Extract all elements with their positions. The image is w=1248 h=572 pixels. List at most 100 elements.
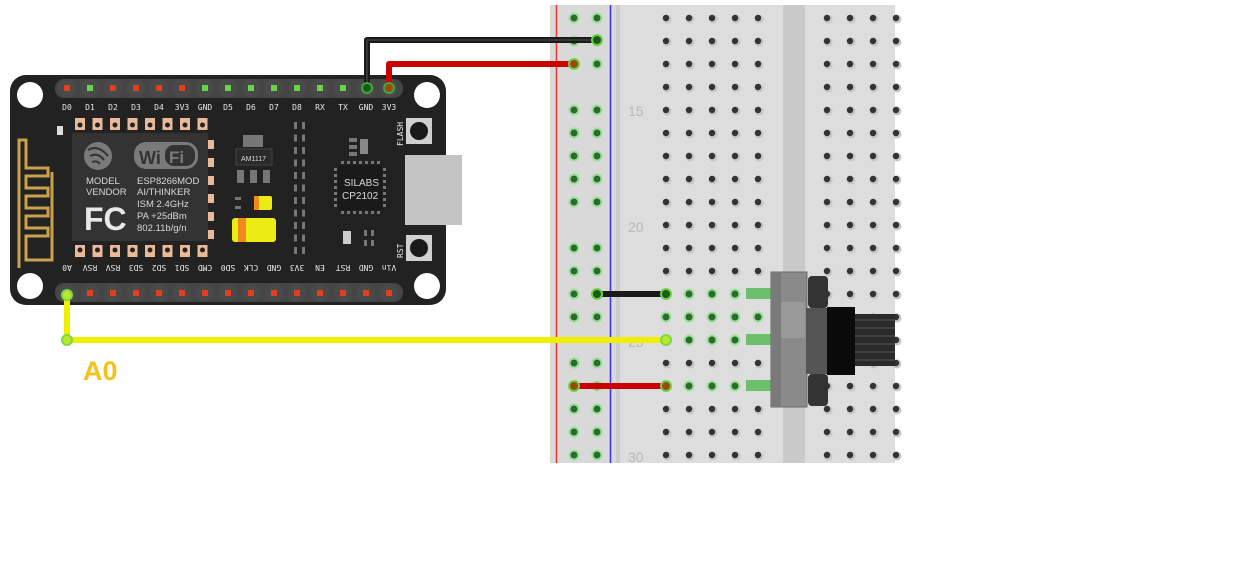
breadboard-hole[interactable] [685,336,693,344]
breadboard-hole[interactable] [892,290,900,298]
breadboard-hole[interactable] [823,221,831,229]
breadboard-hole[interactable] [869,382,877,390]
breadboard-hole[interactable] [754,451,762,459]
breadboard-hole[interactable] [662,428,670,436]
breadboard-hole[interactable] [869,60,877,68]
rail-hole[interactable] [570,129,578,137]
breadboard-hole[interactable] [869,221,877,229]
header-pin-d4[interactable]: D4 [150,79,168,112]
header-pin-gnd[interactable]: GND [265,263,283,302]
rail-hole[interactable] [593,175,601,183]
breadboard-hole[interactable] [846,129,854,137]
breadboard-hole[interactable] [685,244,693,252]
breadboard-hole[interactable] [708,359,716,367]
breadboard-hole[interactable] [708,244,716,252]
breadboard-hole[interactable] [869,198,877,206]
reset-button[interactable] [406,235,432,261]
rail-hole[interactable] [570,267,578,275]
breadboard-hole[interactable] [892,83,900,91]
rail-hole[interactable] [570,359,578,367]
breadboard-hole[interactable] [731,83,739,91]
header-pin-d2[interactable]: D2 [104,79,122,112]
breadboard-hole[interactable] [731,14,739,22]
rail-hole[interactable] [593,451,601,459]
breadboard-hole[interactable] [685,152,693,160]
breadboard-hole[interactable] [662,221,670,229]
breadboard-hole[interactable] [846,428,854,436]
breadboard-hole[interactable] [754,313,762,321]
breadboard-hole[interactable] [662,267,670,275]
breadboard-hole[interactable] [685,83,693,91]
rail-hole[interactable] [593,60,601,68]
breadboard-hole[interactable] [708,83,716,91]
breadboard-hole[interactable] [892,60,900,68]
header-pin-sd3[interactable]: SD3 [127,263,145,302]
breadboard-hole[interactable] [754,83,762,91]
breadboard-hole[interactable] [892,221,900,229]
breadboard-hole[interactable] [846,405,854,413]
rail-hole[interactable] [593,428,601,436]
breadboard-hole[interactable] [731,244,739,252]
breadboard-hole[interactable] [846,175,854,183]
breadboard-hole[interactable] [846,152,854,160]
breadboard-hole[interactable] [892,405,900,413]
breadboard-hole[interactable] [731,198,739,206]
breadboard-hole[interactable] [823,175,831,183]
breadboard-hole[interactable] [731,175,739,183]
vcc-wire[interactable] [386,61,574,88]
rail-hole[interactable] [593,129,601,137]
breadboard-hole[interactable] [823,106,831,114]
rail-hole[interactable] [570,244,578,252]
breadboard-hole[interactable] [662,37,670,45]
breadboard-hole[interactable] [846,221,854,229]
breadboard-hole[interactable] [662,244,670,252]
rail-hole[interactable] [593,244,601,252]
header-pin-vin[interactable]: Vin [380,263,398,302]
header-pin-sd0[interactable]: SD0 [219,263,237,302]
breadboard-hole[interactable] [869,244,877,252]
breadboard-hole[interactable] [662,83,670,91]
breadboard-hole[interactable] [754,244,762,252]
breadboard-hole[interactable] [685,14,693,22]
rail-hole[interactable] [593,198,601,206]
breadboard-hole[interactable] [823,198,831,206]
header-pin-d0[interactable]: D0 [58,79,76,112]
header-pin-d7[interactable]: D7 [265,79,283,112]
rail-hole[interactable] [593,313,601,321]
breadboard-hole[interactable] [685,175,693,183]
breadboard-hole[interactable] [662,129,670,137]
rail-hole[interactable] [570,405,578,413]
breadboard-hole[interactable] [662,175,670,183]
breadboard-hole[interactable] [823,267,831,275]
breadboard-hole[interactable] [892,198,900,206]
breadboard-hole[interactable] [708,37,716,45]
breadboard-hole[interactable] [754,129,762,137]
breadboard-hole[interactable] [823,451,831,459]
breadboard-hole[interactable] [846,37,854,45]
breadboard-hole[interactable] [685,60,693,68]
breadboard-hole[interactable] [754,14,762,22]
flash-button[interactable] [406,118,432,144]
rail-hole[interactable] [570,14,578,22]
breadboard-hole[interactable] [754,152,762,160]
breadboard-hole[interactable] [731,428,739,436]
breadboard-hole[interactable] [685,359,693,367]
header-pin-rsv[interactable]: RSV [81,263,99,302]
rail-hole[interactable] [570,198,578,206]
breadboard-hole[interactable] [708,405,716,413]
header-pin-d3[interactable]: D3 [127,79,145,112]
breadboard-hole[interactable] [892,451,900,459]
breadboard-hole[interactable] [731,290,739,298]
breadboard-hole[interactable] [869,175,877,183]
breadboard-hole[interactable] [685,382,693,390]
breadboard-hole[interactable] [823,428,831,436]
breadboard-hole[interactable] [846,60,854,68]
breadboard-hole[interactable] [685,106,693,114]
breadboard-hole[interactable] [823,60,831,68]
breadboard-hole[interactable] [708,290,716,298]
breadboard-hole[interactable] [662,359,670,367]
breadboard-hole[interactable] [708,313,716,321]
breadboard-hole[interactable] [662,152,670,160]
rail-hole[interactable] [570,313,578,321]
breadboard-hole[interactable] [869,290,877,298]
